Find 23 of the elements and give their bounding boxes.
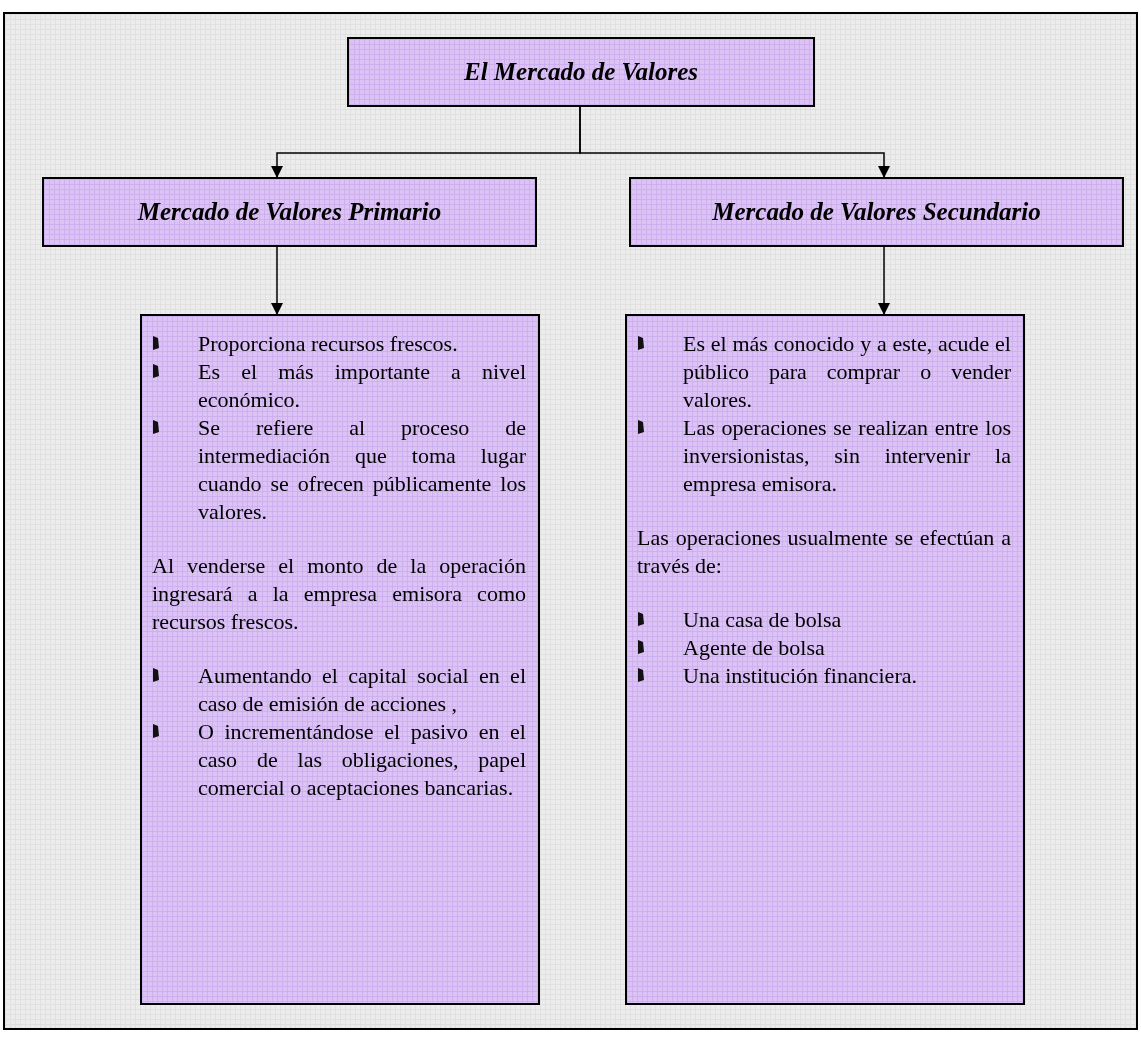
bullet-text: Proporciona recursos frescos.	[198, 330, 459, 358]
arrow	[878, 246, 890, 315]
content-box	[625, 314, 1025, 1005]
heading-box	[42, 177, 537, 247]
bullet-text: Se refiere al proceso de intermediación que toma lugar cuando se ofrecen públicamente los valores.	[198, 414, 526, 526]
bullet-text: Las operaciones se realizan entre los inversionistas, sin intervenir la empresa emisora.	[683, 414, 1011, 498]
bullet-text: Aumentando el capital social en el caso de emisión de acciones ,	[198, 662, 526, 718]
bullet-text: Agente de bolsa	[683, 634, 826, 662]
arrow	[271, 246, 283, 315]
bullet-text: Es el más importante a nivel económico.	[198, 358, 526, 414]
paragraph: Al venderse el monto de la operación ingresará a la empresa emisora como recursos frescos.	[152, 552, 526, 636]
bullet-text: Una casa de bolsa	[683, 606, 843, 634]
heading-box	[347, 37, 815, 107]
bullet-text: Una institución financiera.	[683, 662, 918, 690]
bullet-text: Es el más conocido y a este, acude el público para comprar o vender valores.	[683, 330, 1011, 414]
paragraph: Las operaciones usualmente se efectúan a través de:	[637, 524, 1011, 580]
bullet-text: O incrementándose el pasivo en el caso de las obligaciones, papel comercial o aceptaciones bancarias.	[198, 718, 526, 802]
heading-text: Mercado de Valores Primario	[137, 197, 442, 228]
heading-text: Mercado de Valores Secundario	[712, 197, 1041, 228]
content-box	[140, 314, 540, 1005]
heading-box	[629, 177, 1124, 247]
heading-text: El Mercado de Valores	[464, 57, 698, 88]
arrow	[579, 106, 890, 178]
